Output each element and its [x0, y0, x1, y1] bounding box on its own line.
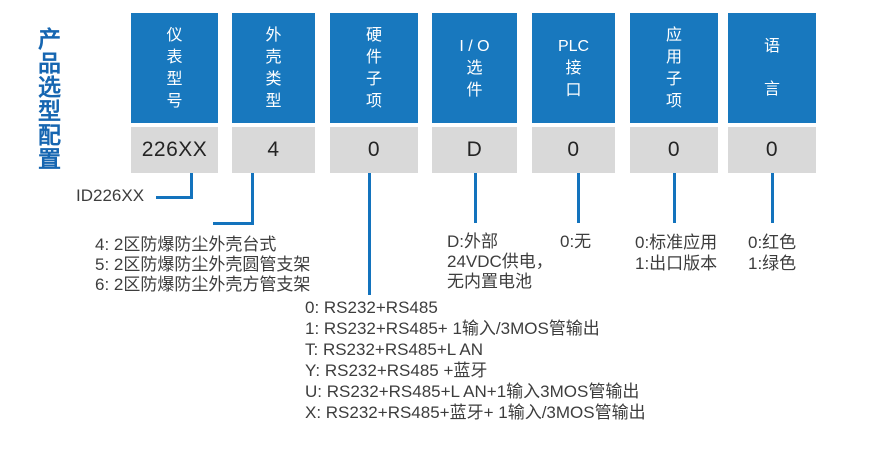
header-line: 壳	[265, 48, 282, 66]
connector-line-enclosure-vertical	[251, 173, 254, 225]
column-language: 语 言 0	[728, 0, 816, 180]
header-line: 接	[565, 59, 582, 77]
column-header-plc-interface: PLC 接 口	[532, 13, 615, 123]
header-line: 件	[466, 81, 483, 99]
column-header-io-option: I / O 选 件	[432, 13, 517, 123]
value-cell-plc-interface: 0	[532, 127, 615, 173]
note-line: 5: 2区防爆防尘外壳圆管支架	[95, 255, 311, 274]
note-line: Y: RS232+RS485 +蓝牙	[305, 361, 488, 380]
note-line: 4: 2区防爆防尘外壳台式	[95, 235, 277, 254]
column-header-language: 语 言	[728, 13, 816, 123]
connector-line-meter-model-horizontal	[156, 196, 193, 199]
header-line: 言	[763, 81, 780, 98]
connector-line-meter-model-vertical	[190, 173, 193, 199]
note-line: 6: 2区防爆防尘外壳方管支架	[95, 275, 311, 294]
column-plc-interface: PLC 接 口 0	[532, 0, 615, 180]
note-line: 1:绿色	[748, 254, 797, 273]
value-cell-language: 0	[728, 127, 816, 173]
value-cell-io-option: D	[432, 127, 517, 173]
note-application-options: 0:标准应用 1:出口版本	[635, 232, 717, 274]
value-cell-meter-model: 226XX	[131, 127, 218, 173]
note-line: D:外部	[447, 232, 498, 251]
header-line: 子	[365, 70, 382, 88]
header-line: 件	[365, 48, 382, 66]
header-line: PLC	[557, 37, 590, 55]
value-cell-hardware-subitem: 0	[330, 127, 418, 173]
note-plc-option: 0:无	[560, 232, 592, 251]
header-line: 类	[265, 70, 282, 88]
note-hardware-options: 0: RS232+RS485 1: RS232+RS485+ 1输入/3MOS管…	[305, 297, 646, 423]
column-application-subitem: 应 用 子 项 0	[630, 0, 718, 180]
header-line: 口	[565, 81, 582, 99]
header-line: 号	[166, 92, 183, 110]
note-line: 24VDC供电，	[447, 252, 553, 271]
header-line: 硬	[365, 26, 382, 44]
note-line: T: RS232+RS485+L AN	[305, 340, 483, 359]
note-line: 1:出口版本	[635, 254, 718, 273]
header-line: 用	[665, 48, 682, 66]
connector-line-io	[474, 173, 477, 223]
header-line: 应	[665, 26, 682, 44]
value-cell-enclosure-type: 4	[232, 127, 315, 173]
note-line: 0: RS232+RS485	[305, 298, 438, 317]
note-language-options: 0:红色 1:绿色	[748, 232, 796, 274]
note-line: 1: RS232+RS485+ 1输入/3MOS管输出	[305, 319, 600, 338]
connector-line-enclosure-horizontal	[213, 222, 254, 225]
header-line: 仪	[166, 26, 183, 44]
connector-line-application	[673, 173, 676, 223]
value-cell-application-subitem: 0	[630, 127, 718, 173]
header-line: 子	[665, 70, 682, 88]
note-enclosure-options: 4: 2区防爆防尘外壳台式 5: 2区防爆防尘外壳圆管支架 6: 2区防爆防尘外…	[95, 235, 310, 295]
page-title: 产品选型配置	[38, 26, 61, 172]
header-line: 型	[265, 92, 282, 110]
column-header-meter-model: 仪 表 型 号	[131, 13, 218, 123]
column-header-application-subitem: 应 用 子 项	[630, 13, 718, 123]
note-line: 0:红色	[748, 233, 797, 252]
header-line: 语	[763, 38, 780, 55]
column-hardware-subitem: 硬 件 子 项 0	[330, 0, 418, 180]
connector-line-plc	[577, 173, 580, 223]
column-header-enclosure-type: 外 壳 类 型	[232, 13, 315, 123]
note-meter-model: ID226XX	[76, 186, 145, 205]
note-line: U: RS232+RS485+L AN+1输入3MOS管输出	[305, 382, 640, 401]
column-io-option: I / O 选 件 D	[432, 0, 517, 180]
note-line: 无内置电池	[447, 272, 532, 291]
header-line: 表	[166, 48, 183, 66]
column-meter-model: 仪 表 型 号 226XX	[131, 0, 218, 180]
note-line: X: RS232+RS485+蓝牙+ 1输入/3MOS管输出	[305, 403, 646, 422]
note-line: 0:标准应用	[635, 233, 718, 252]
header-line: 项	[365, 92, 382, 110]
header-line: 外	[265, 26, 282, 44]
column-header-hardware-subitem: 硬 件 子 项	[330, 13, 418, 123]
column-enclosure-type: 外 壳 类 型 4	[232, 0, 315, 180]
header-line: 选	[466, 59, 483, 77]
connector-line-language	[771, 173, 774, 223]
note-io-option: D:外部 24VDC供电， 无内置电池	[447, 232, 553, 292]
connector-line-hardware	[368, 173, 371, 295]
header-line: 型	[166, 70, 183, 88]
header-line: I / O	[459, 37, 490, 55]
header-line: 项	[665, 92, 682, 110]
